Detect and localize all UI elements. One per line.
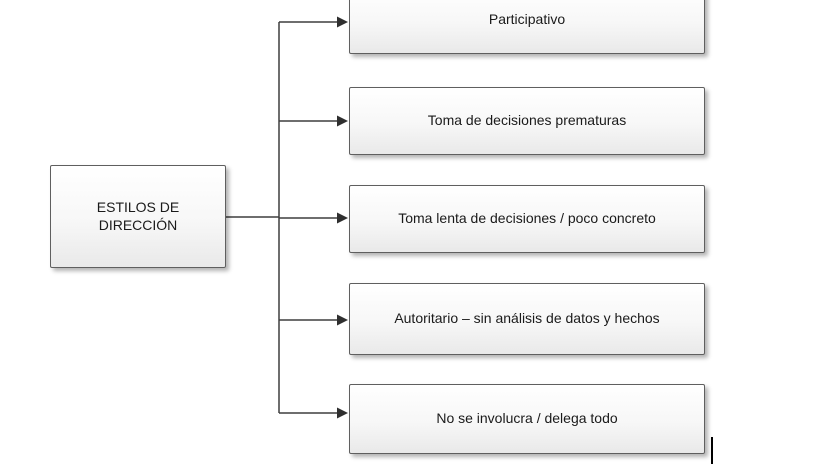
node-toma-lenta-decisiones[interactable]: Toma lenta de decisiones / poco concreto: [349, 185, 705, 253]
text-cursor: [711, 437, 713, 464]
arrowhead-icon-2: [337, 115, 348, 127]
child-node-label: Participativo: [488, 11, 566, 28]
child-node-label: Toma lenta de decisiones / poco concreto: [398, 210, 656, 227]
node-participativo[interactable]: Participativo: [349, 0, 705, 54]
arrowhead-icon-5: [337, 407, 348, 419]
child-node-label: Autoritario – sin análisis de datos y he…: [394, 310, 660, 327]
arrowhead-icon-3: [337, 212, 348, 224]
node-estilos-de-direccion[interactable]: ESTILOS DE DIRECCIÓN: [50, 165, 226, 268]
root-node-label: ESTILOS DE DIRECCIÓN: [96, 199, 180, 233]
arrowhead-icon-1: [337, 16, 348, 28]
node-toma-decisiones-prematuras[interactable]: Toma de decisiones prematuras: [349, 87, 705, 155]
arrowhead-icon-4: [337, 314, 348, 326]
node-autoritario[interactable]: Autoritario – sin análisis de datos y he…: [349, 283, 705, 355]
child-node-label: Toma de decisiones prematuras: [427, 112, 627, 129]
node-no-se-involucra[interactable]: No se involucra / delega todo: [349, 384, 705, 454]
child-node-label: No se involucra / delega todo: [436, 410, 618, 427]
